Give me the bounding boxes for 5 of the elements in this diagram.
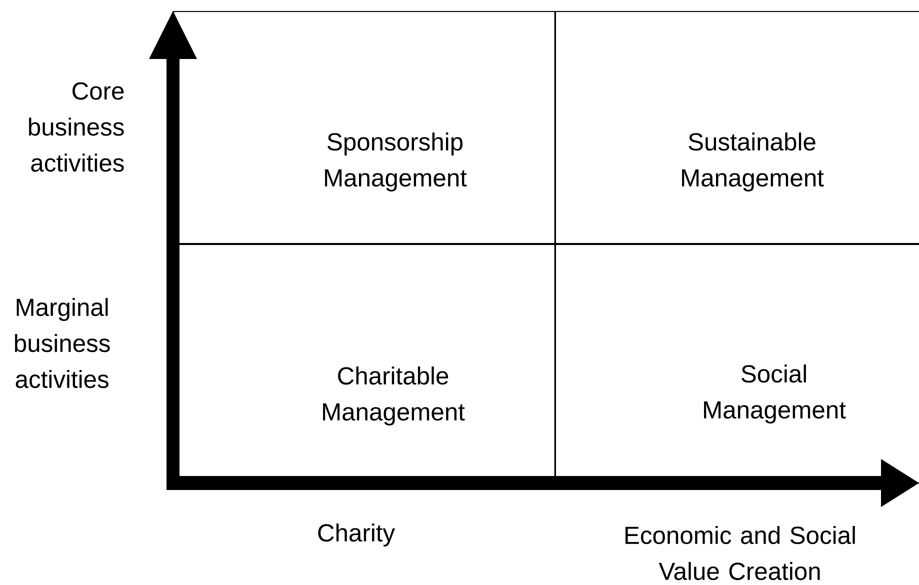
quadrant-box: Sustainable Management — [555, 11, 919, 244]
axis-label: Charity — [318, 524, 396, 546]
axis-label: Marginal business activities — [14, 298, 110, 388]
axis-label: Economic and Social Value Creation — [626, 526, 855, 580]
axis-label: Core business activities — [28, 82, 124, 172]
